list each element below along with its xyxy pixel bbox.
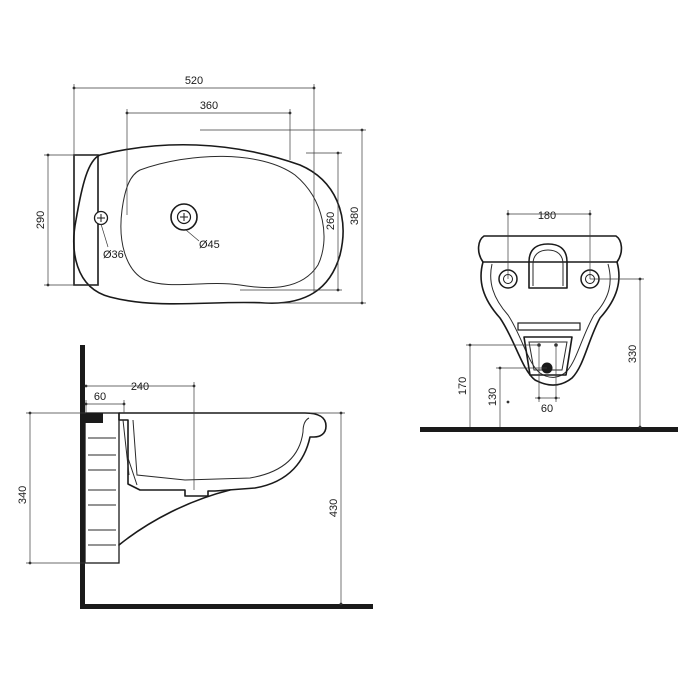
- side-view-dimension-ticks: [28, 384, 343, 606]
- dim-bowl-width: 360: [200, 100, 218, 112]
- dim-overall-width: 520: [185, 75, 203, 87]
- top-view-dimension-ticks: [46, 86, 364, 305]
- side-view: 60 240 340 430: [17, 345, 373, 609]
- dim-bowl-depth: 260: [325, 212, 337, 230]
- rear-view-dimension-lines: [466, 210, 644, 427]
- dim-side-depth: 290: [35, 211, 47, 229]
- callout-overflow-diameter: Ø36: [103, 249, 124, 261]
- dim-rim-height: 430: [328, 499, 340, 517]
- overflow-hole-icon: [93, 210, 109, 226]
- rear-view-central-arch: [528, 243, 568, 289]
- side-view-support: [118, 489, 231, 546]
- rear-view: 180 330 170 130 60: [420, 210, 678, 432]
- rear-view-outlet: [523, 336, 573, 376]
- rear-view-floor: [420, 427, 678, 432]
- dim-supply-height: 170: [457, 377, 469, 395]
- dim-supply-spacing: 60: [541, 403, 553, 415]
- top-view-dimension-lines: [44, 84, 366, 304]
- dim-fixing-spacing: 180: [538, 210, 556, 222]
- dim-waste-height: 130: [487, 388, 499, 406]
- dim-wall-gap: 60: [94, 391, 106, 403]
- top-view-bowl-outline: [120, 155, 325, 289]
- dim-rear-fixing-height: 330: [627, 345, 639, 363]
- dim-fixing-height: 340: [17, 486, 29, 504]
- side-view-floor: [80, 604, 373, 609]
- rear-view-body-outline: [480, 261, 620, 386]
- rear-view-dimension-ticks: [468, 212, 642, 429]
- dim-drain-offset: 240: [131, 381, 149, 393]
- rear-view-inner-outline: [490, 263, 611, 378]
- rear-view-rim: [477, 235, 623, 263]
- side-view-wall: [80, 345, 85, 608]
- top-view: 520 360 290 260 380 Ø36 Ø45: [35, 75, 366, 305]
- side-view-dimension-lines: [26, 382, 345, 604]
- side-view-basin-profile: [118, 412, 327, 497]
- callout-drain-diameter: Ø45: [199, 239, 220, 251]
- rear-view-slot: [517, 322, 581, 331]
- side-view-wall-block: [84, 412, 120, 564]
- drain-hole-icon: [170, 203, 198, 231]
- dim-overall-depth: 380: [349, 207, 361, 225]
- side-view-bowl-inner: [132, 417, 310, 481]
